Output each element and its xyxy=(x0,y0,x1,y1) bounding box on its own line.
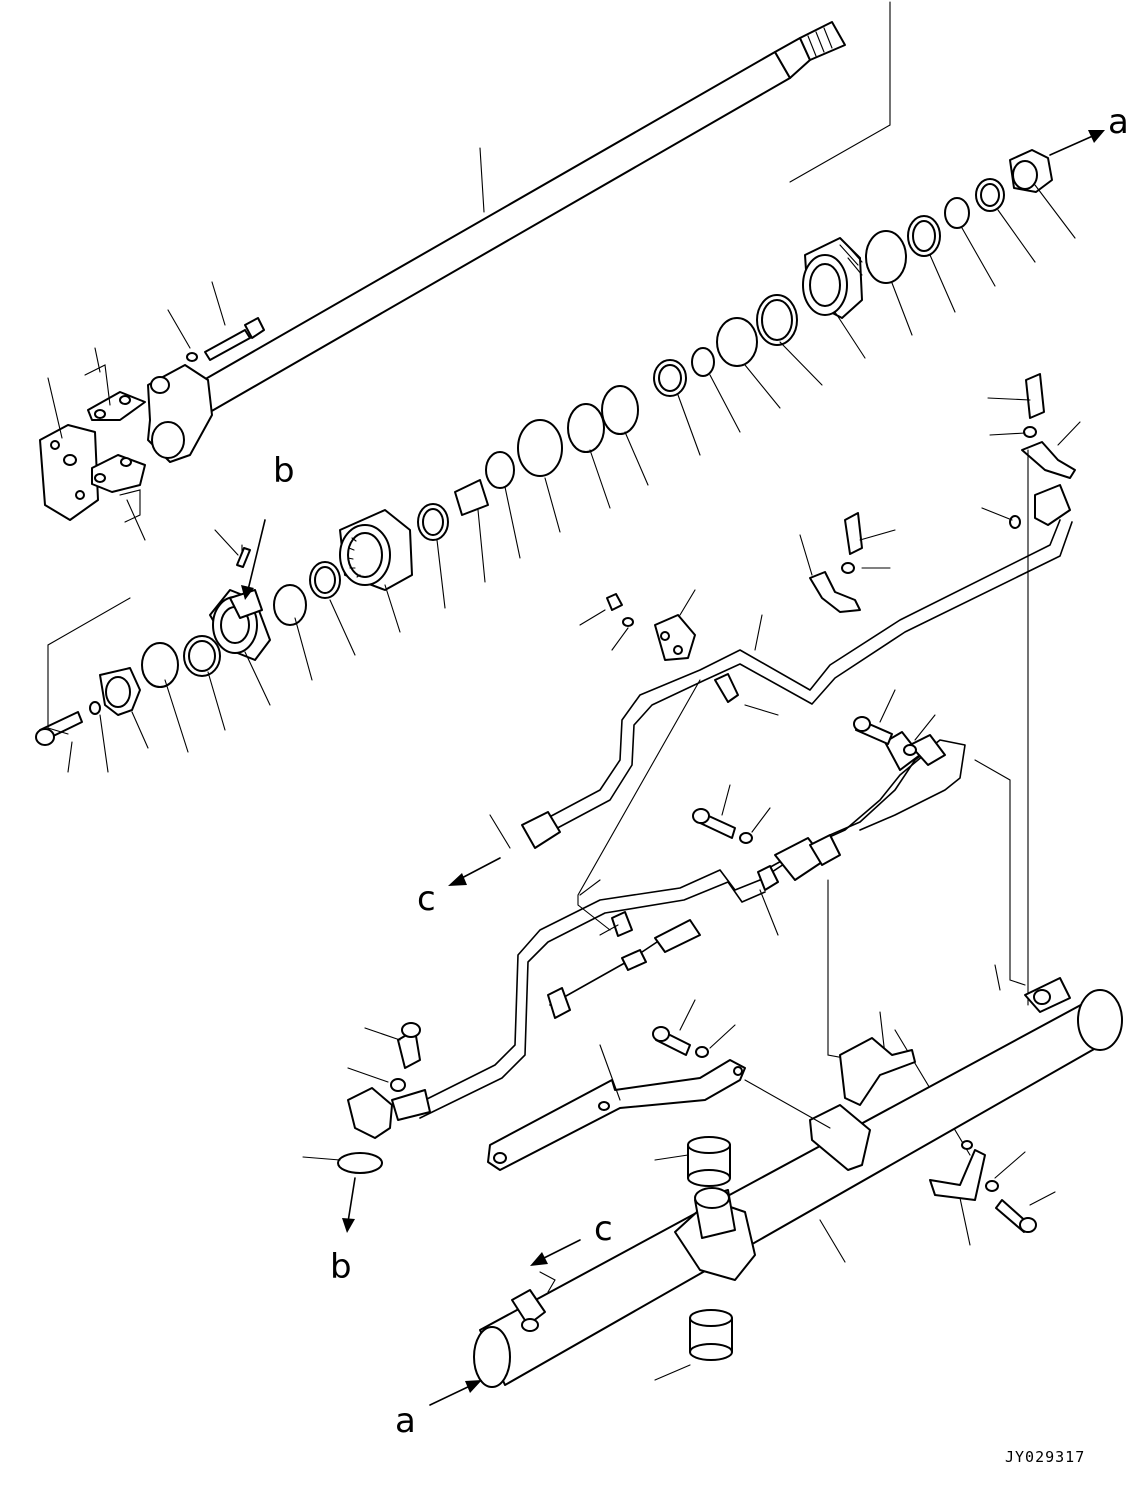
main-pipe-upper xyxy=(521,519,1073,849)
callout-c-bottom: c xyxy=(530,1209,613,1266)
callout-a-top: a xyxy=(1049,102,1129,156)
rod-leader-bracket xyxy=(479,1,891,213)
ref-label-b-bottom: b xyxy=(330,1247,352,1287)
lower-bolts xyxy=(652,716,1037,1233)
seal-rings xyxy=(141,178,1005,688)
callout-a-bottom: a xyxy=(395,1380,482,1441)
cap-bolt xyxy=(35,701,101,746)
drawing-code: JY029317 xyxy=(1005,1448,1085,1466)
lower-pipe-leaders xyxy=(302,689,1056,1206)
lock-nut xyxy=(1009,149,1053,193)
rod-eye-bolt xyxy=(186,317,265,362)
callout-b-bottom: b xyxy=(330,1177,356,1287)
clamp-upper-left xyxy=(654,614,739,703)
mounting-bracket xyxy=(487,1059,871,1171)
clamp-far-right xyxy=(1009,373,1076,529)
callout-b-top: b xyxy=(241,451,295,600)
clip-bolt-set xyxy=(606,593,634,627)
cap-leader-lines xyxy=(47,281,226,541)
clamp-upper-right xyxy=(809,512,863,613)
ref-label-a: a xyxy=(1108,102,1129,142)
piston xyxy=(339,509,413,591)
piston-rod xyxy=(147,21,846,463)
sensor-cable xyxy=(547,911,701,1019)
ref-label-c: c xyxy=(417,879,436,919)
snap-ring xyxy=(99,667,141,716)
callout-c-left: c xyxy=(417,857,501,919)
ref-label-c-bottom: c xyxy=(594,1209,613,1249)
ring-leader-lines xyxy=(67,184,1076,773)
ref-label-b: b xyxy=(273,451,295,491)
lower-bracket-lines xyxy=(577,449,1029,1156)
dowel-pin xyxy=(236,547,251,568)
ref-label-a-bottom: a xyxy=(395,1401,416,1441)
lower-clamps xyxy=(839,1037,986,1201)
upper-pipe-leaders xyxy=(489,397,1081,849)
cylinder-head xyxy=(802,237,863,319)
hose-assembly xyxy=(757,731,966,891)
rod-gland xyxy=(209,589,271,661)
trunnion-bushings xyxy=(687,1136,733,1361)
cylinder-tube xyxy=(473,977,1123,1388)
split-cap xyxy=(39,424,99,521)
cylinder-leader-lines xyxy=(539,1044,971,1381)
main-pipe-lower xyxy=(337,869,766,1174)
shim-plates xyxy=(84,364,146,523)
